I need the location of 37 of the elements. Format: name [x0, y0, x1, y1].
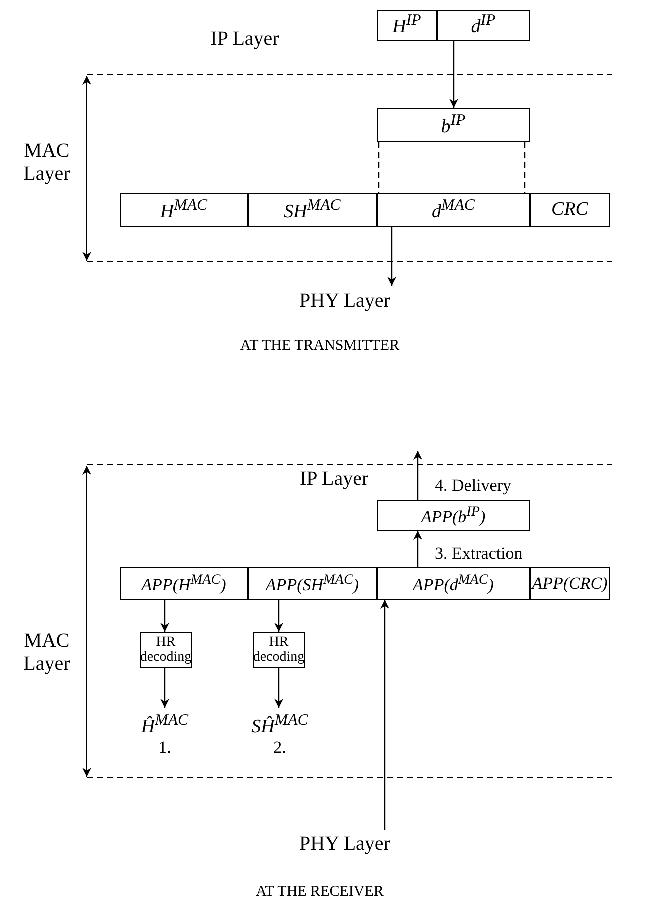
frame-field: H$^{IP}$ [377, 10, 437, 41]
step-number: 1. [158, 738, 172, 758]
layer-name: IP Layer [300, 468, 369, 491]
section-caption: AT THE RECEIVER [255, 884, 385, 901]
layer-name: PHY Layer [300, 290, 390, 312]
decoded-symbol: SĤ$^{MAC}$ [252, 712, 308, 738]
layer-name: IP Layer [210, 28, 280, 51]
arrow [450, 41, 458, 108]
process-box: HR decoding [140, 632, 192, 668]
arrow [274, 668, 284, 708]
frame-field: d$^{MAC}$ [377, 193, 530, 227]
frame-field: d$^{IP}$ [437, 10, 530, 41]
arrow [388, 227, 396, 286]
section-caption: AT THE TRANSMITTER [239, 338, 401, 355]
arrow [160, 668, 170, 708]
arrow [160, 600, 170, 632]
edge-label: 4. Delivery [433, 476, 514, 496]
process-box: HR decoding [253, 632, 305, 668]
arrow [414, 451, 422, 500]
arrow [414, 531, 422, 567]
decoded-symbol: Ĥ$^{MAC}$ [141, 712, 189, 738]
frame-field: SH$^{MAC}$ [248, 193, 377, 227]
frame-field: CRC [530, 193, 610, 227]
frame-field: b$^{IP}$ [377, 108, 530, 142]
frame-field: APP(CRC) [530, 567, 610, 600]
dashed-connector [378, 141, 526, 194]
frame-field: APP(H$^{MAC}$) [120, 567, 248, 600]
arrow [380, 600, 390, 830]
layer-name: MAC Layer [22, 630, 72, 676]
frame-field: APP(b$^{IP}$) [377, 500, 530, 531]
layer-name: MAC Layer [22, 140, 72, 186]
arrow [274, 600, 284, 632]
step-number: 2. [274, 738, 286, 758]
layer-name: PHY Layer [300, 832, 390, 856]
frame-field: APP(SH$^{MAC}$) [248, 567, 377, 600]
frame-field: H$^{MAC}$ [120, 193, 248, 227]
frame-field: APP(d$^{MAC}$) [377, 567, 530, 600]
